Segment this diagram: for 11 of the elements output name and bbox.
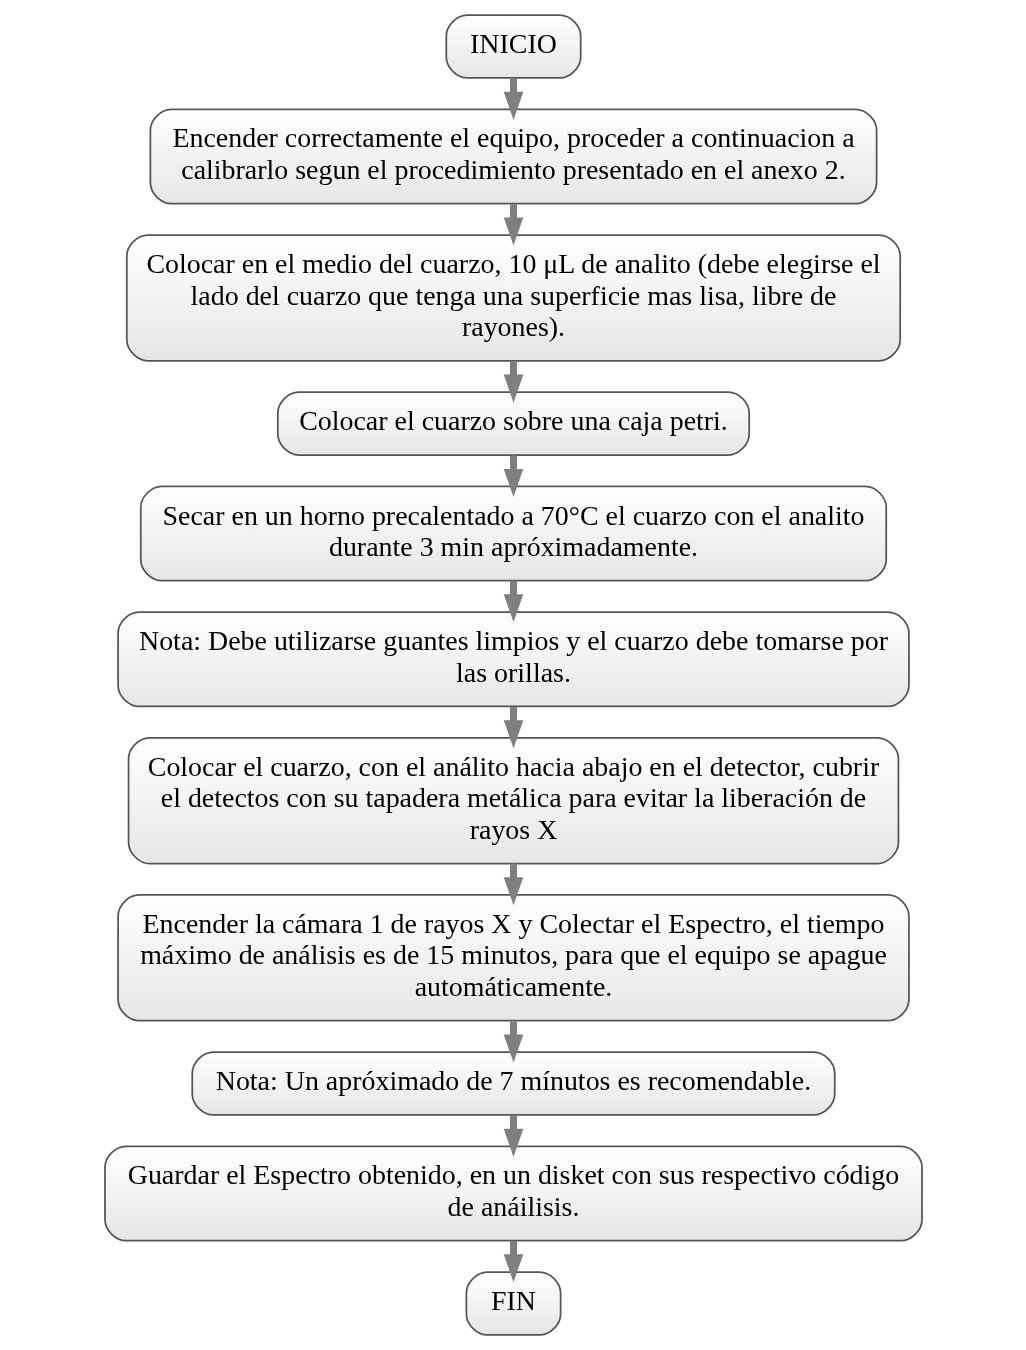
node-box: Encender la cámara 1 de rayos X y Colectar el Espectro, el tiempo máximo de análisis es de 15 minutos, para que el equipo se apague automáticamente. (116, 894, 910, 1022)
node-box: Colocar el cuarzo, con el análito hacia abajo en el detector, cubrir el detectos con su tapadera metálica para evitar la liberación de rayos X (127, 736, 899, 865)
node-box: INICIO (444, 14, 582, 79)
node-box: Colocar el cuarzo sobre una caja petri. (276, 391, 750, 456)
node-box: Colocar en el medio del cuarzo, 10 μL de analito (debe elegirse el lado del cuarzo que tenga una superficie mas lisa, libre de rayones). (125, 234, 901, 362)
node-box: FIN (465, 1271, 561, 1336)
node-box: Nota: Un apróximado de 7 mínutos es recomendable. (190, 1051, 836, 1116)
node-box: Encender correctamente el equipo, proceder a continuacion a calibrarlo segun el procedimiento presentado en el anexo 2. (149, 108, 877, 205)
node-box: Nota: Debe utilizarse guantes limpios y el cuarzo debe tomarse por las orillas. (116, 611, 910, 708)
node-box: Guardar el Espectro obtenido, en un disket con sus respectivo código de anáilisis. (103, 1145, 923, 1242)
node-box: Secar en un horno precalentado a 70°C el cuarzo con el analito durante 3 min apróximadamente. (139, 485, 887, 582)
